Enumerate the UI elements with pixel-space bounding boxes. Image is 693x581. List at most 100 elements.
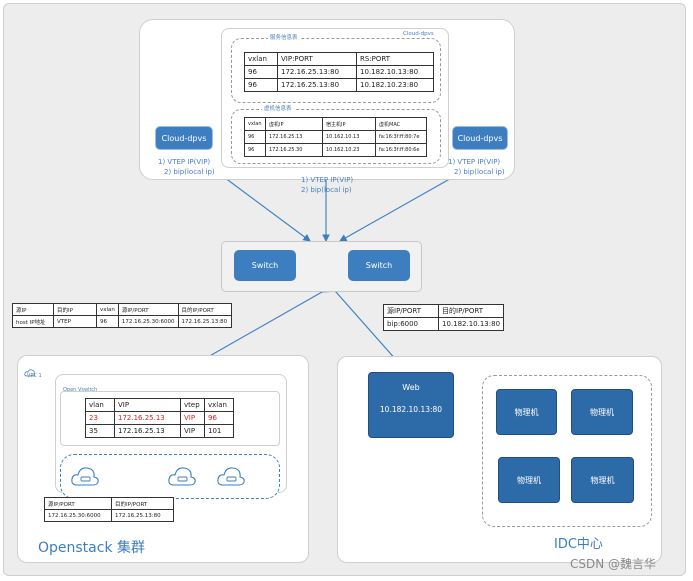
header-cell: 目的IP/PORT	[177, 303, 232, 316]
header-cell: vxlan	[204, 398, 234, 412]
header-cell: 源IP	[12, 303, 54, 316]
cell: 172.16.25.13	[114, 424, 181, 438]
service-table-header: vxlan VIP:PORT RS:PORT	[244, 52, 434, 66]
physical-machine: 物理机	[496, 389, 557, 435]
physical-machine: 物理机	[498, 457, 560, 503]
header-cell: 目的IP/PORT	[437, 304, 505, 318]
cell: VIP	[180, 411, 205, 425]
cell: 172.16.25.13:80	[277, 78, 357, 92]
cell: fa:16:3f:ff:80:7e	[375, 130, 427, 144]
open-vswitch-label: Open Vswitch	[63, 387, 98, 393]
physical-machine-group	[482, 375, 652, 527]
vm-table: vxlan 虚机IP 宿主机IP 虚机MAC 96 172.16.25.13 1…	[244, 117, 427, 157]
vm-table-header: vxlan 虚机IP 宿主机IP 虚机MAC	[244, 117, 427, 131]
cloud-dpvs-tag: Cloud-dpvs	[403, 31, 434, 37]
table-row: bip:6000 10.182.10.13:80	[383, 317, 505, 331]
table-row: 96 172.16.25.30 10.162.10.23 fa:16:3f:ff…	[244, 143, 427, 157]
web-address: 10.182.10.13:80	[379, 405, 443, 414]
header-cell: RS:PORT	[356, 52, 434, 66]
cell: 172.16.25.30	[265, 143, 323, 157]
vswitch-table-header: vlan VIP vtep vxlan	[85, 398, 234, 412]
dpvs-left-note-2: 2) bip(local ip)	[164, 168, 215, 176]
physical-machine: 物理机	[571, 389, 633, 435]
header-cell: VIP	[114, 398, 181, 412]
vpc-label: VPC 1	[27, 373, 42, 379]
cell: 172.16.25.30:6000	[117, 315, 179, 328]
dpvs-right-note-2: 2) bip(local ip)	[454, 168, 505, 176]
openstack-cluster-label: Openstack 集群	[38, 540, 146, 556]
vm-table-title: 虚机信息表	[262, 104, 294, 114]
header-cell: 目的IP/PORT	[111, 497, 174, 510]
header-cell: 虚机MAC	[375, 117, 427, 131]
cell: 23	[85, 411, 115, 425]
switch-left: Switch	[234, 250, 296, 281]
idc-center-label: IDC中心	[554, 537, 603, 552]
vm-cloud-icon	[70, 461, 100, 491]
cell: 96	[244, 130, 266, 144]
header-cell: VIP:PORT	[277, 52, 357, 66]
header-cell: vlan	[85, 398, 115, 412]
cell: 10.182.10.13:80	[437, 317, 505, 331]
cell: 172.16.25.13:80	[111, 509, 174, 522]
cell: 172.16.25.13	[114, 411, 181, 425]
cell: host IP地址	[12, 315, 54, 328]
table-row: 23 172.16.25.13 VIP 96	[85, 411, 234, 425]
cell: 96	[96, 315, 119, 328]
cell: 10.162.10.23	[322, 143, 376, 157]
cell: bip:6000	[383, 317, 439, 331]
vswitch-table: vlan VIP vtep vxlan 23 172.16.25.13 VIP …	[85, 398, 234, 438]
service-table: vxlan VIP:PORT RS:PORT 96 172.16.25.13:8…	[244, 52, 434, 92]
header-cell: 目的IP	[53, 303, 97, 316]
cell: 10.182.10.23:80	[356, 78, 434, 92]
cell: 172.16.25.13:80	[277, 65, 357, 79]
table-row: 96 172.16.25.13 10.162.10.13 fa:16:3f:ff…	[244, 130, 427, 144]
cloud-dpvs-left: Cloud-dpvs	[155, 126, 213, 150]
vm-packet-header: 源IP/PORT 目的IP/PORT	[44, 497, 174, 510]
cell: 96	[204, 411, 234, 425]
header-cell: 宿主机IP	[322, 117, 376, 131]
center-note-2: 2) bip(local ip)	[301, 186, 352, 194]
header-cell: 源IP/PORT	[117, 303, 179, 316]
table-row: 96 172.16.25.13:80 10.182.10.23:80	[244, 78, 434, 92]
cell: fa:16:3f:ff:80:6e	[375, 143, 427, 157]
header-cell: vtep	[180, 398, 205, 412]
cell: 101	[204, 424, 234, 438]
cell: 96	[244, 143, 266, 157]
vm-cloud-icon	[216, 461, 246, 491]
cell: 96	[244, 78, 278, 92]
cell: 10.182.10.13:80	[356, 65, 434, 79]
dpvs-left-note-1: 1) VTEP IP(VIP)	[158, 158, 211, 166]
vswitch-table-frame	[60, 391, 280, 446]
service-table-title: 服务信息表	[268, 33, 300, 43]
csdn-watermark: CSDN @魏言华	[570, 557, 657, 571]
cell: 10.162.10.13	[322, 130, 376, 144]
cloud-icon	[24, 362, 36, 377]
table-row: 96 172.16.25.13:80 10.182.10.13:80	[244, 65, 434, 79]
table-row: host IP地址 VTEP 96 172.16.25.30:6000 172.…	[12, 315, 232, 328]
cell: VIP	[180, 424, 205, 438]
web-title: Web	[402, 383, 420, 392]
header-cell: vxlan	[244, 52, 278, 66]
table-row: 172.16.25.30:6000 172.16.25.13:80	[44, 509, 174, 522]
header-cell: 虚机IP	[265, 117, 323, 131]
cell: 96	[244, 65, 278, 79]
packet-table-left: 源IP 目的IP vxlan 源IP/PORT 目的IP/PORT host I…	[12, 303, 232, 328]
dpvs-right-note-1: 1) VTEP IP(VIP)	[448, 158, 501, 166]
header-cell: 源IP/PORT	[44, 497, 112, 510]
switch-right: Switch	[348, 250, 410, 281]
web-server: Web 10.182.10.13:80	[368, 372, 454, 438]
header-cell: vxlan	[96, 303, 119, 316]
header-cell: vxlan	[244, 117, 266, 131]
vm-packet-table: 源IP/PORT 目的IP/PORT 172.16.25.30:6000 172…	[44, 497, 174, 522]
cell: 172.16.25.13:80	[177, 315, 232, 328]
cell: 172.16.25.30:6000	[44, 509, 112, 522]
cloud-dpvs-right: Cloud-dpvs	[452, 126, 508, 150]
cell: 35	[85, 424, 115, 438]
cell: 172.16.25.13	[265, 130, 323, 144]
packet-table-header: 源IP 目的IP vxlan 源IP/PORT 目的IP/PORT	[12, 303, 232, 316]
vm-cloud-icon	[167, 461, 197, 491]
physical-machine: 物理机	[571, 457, 634, 503]
cell: VTEP	[53, 315, 97, 328]
packet-table-header: 源IP/PORT 目的IP/PORT	[383, 304, 505, 318]
center-note-1: 1) VTEP IP(VIP)	[301, 176, 354, 184]
